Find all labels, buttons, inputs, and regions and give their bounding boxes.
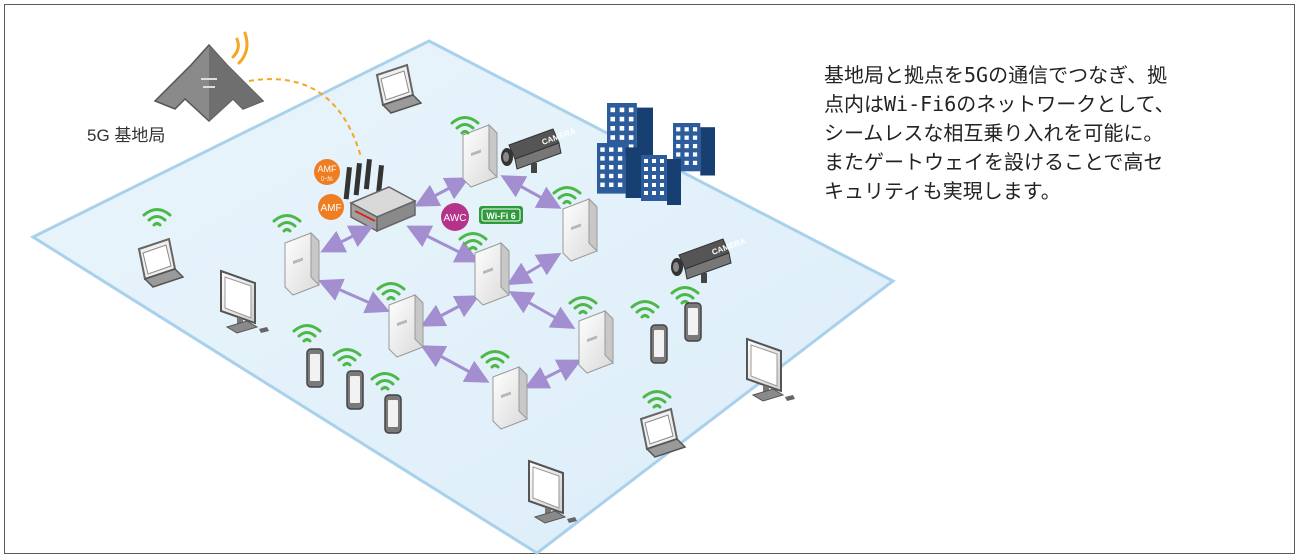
access-point-icon (474, 242, 510, 306)
description-line: シームレスな相互乗り入れを可能に。 (824, 121, 1164, 145)
access-point-icon (492, 366, 528, 430)
svg-text:AMF: AMF (318, 164, 338, 174)
smartphone-icon (346, 370, 364, 410)
wifi6-badge: Wi-Fi 6 (479, 206, 523, 224)
access-point-icon (388, 294, 424, 358)
description-text: 基地局と拠点を5Gの通信でつなぎ、拠 点内はWi-Fi6のネットワークとして、 … (824, 61, 1294, 206)
5g-base-station-icon (153, 43, 265, 123)
access-point-icon (284, 232, 320, 296)
base-station-label: 5G 基地局 (87, 126, 165, 145)
amf-local-badge: AMF ﾛｰｶﾙ (314, 159, 340, 185)
smartphone-icon (306, 348, 324, 388)
svg-text:AMF: AMF (320, 203, 341, 214)
access-point-icon (578, 310, 614, 374)
network-diagram: 5G 基地局 AMF ﾛｰｶﾙ AMF AWC Wi-Fi 6 (29, 31, 896, 555)
amf-badge: AMF (318, 194, 344, 220)
smartphone-icon (684, 302, 702, 342)
svg-text:Wi-Fi 6: Wi-Fi 6 (486, 211, 515, 221)
signal-waves-icon (231, 31, 249, 65)
description-line: 点内はWi-Fi6のネットワークとして、 (824, 92, 1175, 116)
svg-text:AWC: AWC (444, 213, 467, 224)
access-point-icon (562, 198, 598, 262)
svg-text:ﾛｰｶﾙ: ﾛｰｶﾙ (321, 176, 333, 183)
description-line: 基地局と拠点を5Gの通信でつなぎ、拠 (824, 63, 1168, 87)
description-line: またゲートウェイを設けることで高セ (824, 150, 1164, 174)
mesh-links (318, 175, 582, 389)
5g-link-arc (248, 78, 362, 158)
figure-frame: 5G 基地局 AMF ﾛｰｶﾙ AMF AWC Wi-Fi 6 (4, 4, 1295, 555)
description-line: キュリティも実現します。 (824, 179, 1061, 203)
smartphone-icon (384, 394, 402, 434)
smartphone-icon (650, 324, 668, 364)
awc-badge: AWC (441, 203, 469, 231)
